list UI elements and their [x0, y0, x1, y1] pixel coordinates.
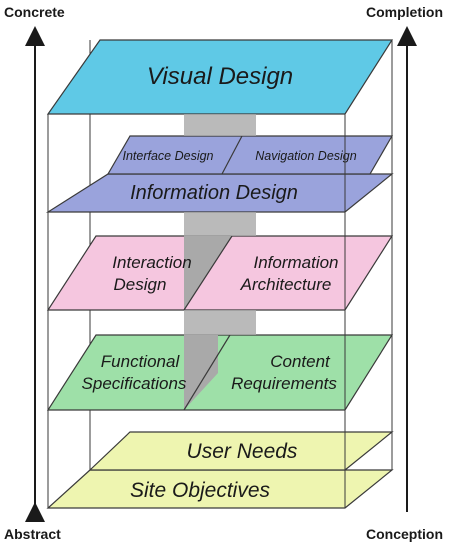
content-label-1: Content	[270, 352, 331, 371]
ia-label-1: Information	[253, 253, 338, 272]
divider-functional	[184, 335, 218, 410]
split-line-interface	[221, 135, 243, 175]
plane-functional-content	[46, 334, 394, 411]
content-label-2: Requirements	[231, 374, 337, 393]
interface-label: Interface Design	[122, 149, 213, 163]
functional-label-2: Specifications	[82, 374, 187, 393]
split-line-interaction	[183, 235, 233, 311]
visual-design-label: Visual Design	[147, 63, 293, 90]
plane-interface-navigation	[106, 135, 394, 175]
split-line-functional	[183, 334, 231, 411]
label-abstract: Abstract	[4, 526, 61, 542]
ia-label-2: Architecture	[240, 275, 332, 294]
navigation-label: Navigation Design	[255, 149, 356, 163]
divider-column-3	[184, 310, 256, 335]
site-objectives-label: Site Objectives	[130, 479, 271, 502]
divider-column-2	[184, 212, 256, 236]
label-conception: Conception	[366, 526, 443, 542]
label-concrete: Concrete	[4, 4, 65, 20]
interaction-label-2: Design	[114, 275, 167, 294]
functional-label-1: Functional	[101, 352, 181, 371]
interaction-label-1: Interaction	[112, 253, 191, 272]
label-completion: Completion	[366, 4, 443, 20]
information-design-label: Information Design	[130, 182, 298, 204]
user-needs-label: User Needs	[187, 440, 298, 463]
divider-column-1	[184, 114, 256, 136]
